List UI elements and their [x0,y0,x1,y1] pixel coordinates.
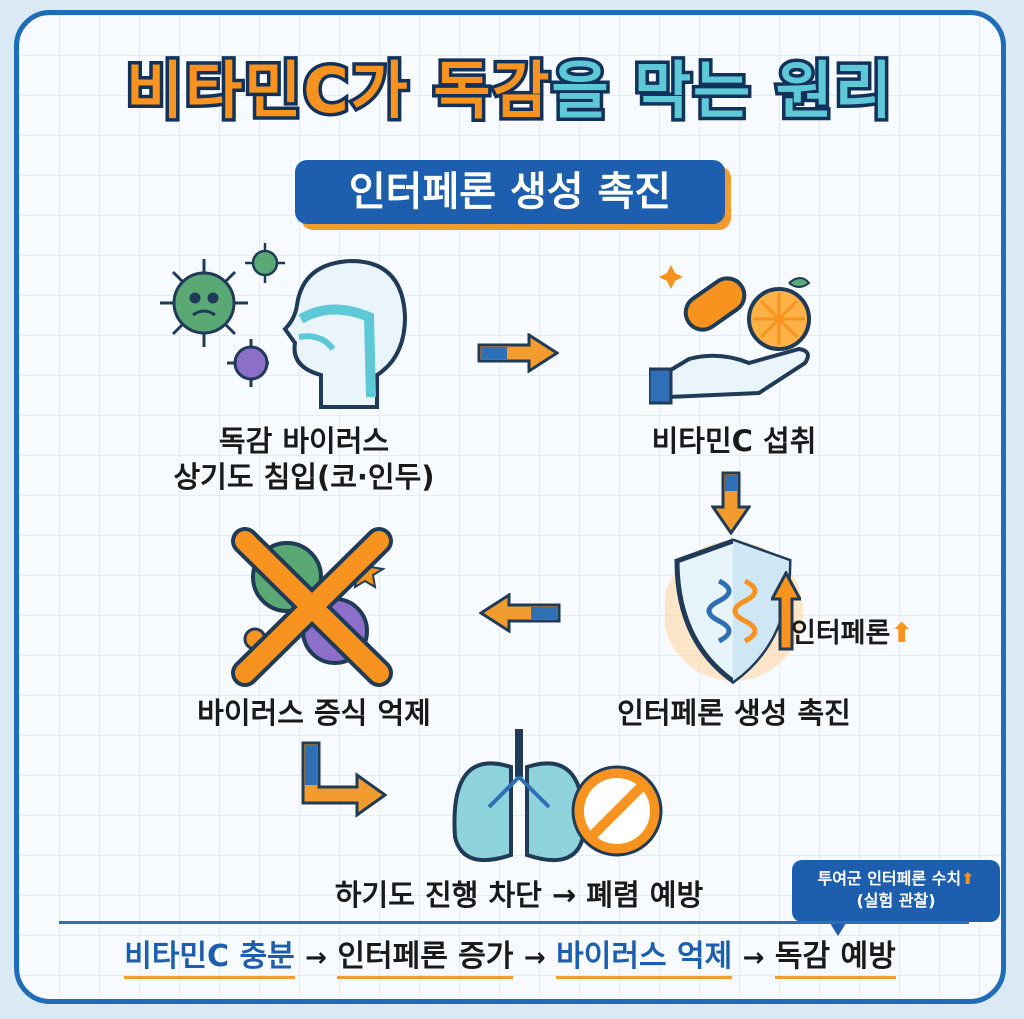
arrow-up-icon: ⬆ [961,869,975,888]
virus-icon [245,243,285,283]
callout-bubble: 투여군 인터페론 수치⬆ (실험 관찰) [792,860,1000,936]
head-profile-icon [282,258,408,409]
virus-cross-icon [231,527,393,687]
arrow-icon: → [305,943,327,973]
summary-item-interferon: 인터페론 증가 [337,939,514,979]
prohibited-icon [571,765,663,857]
summary-item-prevention: 독감 예방 [774,939,896,979]
step4-label: 바이러스 증식 억제 [197,696,431,730]
step3-label: 인터페론 생성 촉진 [617,696,851,730]
step1-label: 독감 바이러스 상기도 침입(코·인두) [173,424,435,494]
arrow-elbow-icon [301,741,388,818]
arrow-left-icon [479,593,561,633]
step2-label: 비타민C 섭취 [651,424,817,458]
arrow-icon: → [742,943,765,973]
infographic-card: 비타민C가 독감을 막는 원리 인터페론 생성 촉진 [14,10,1006,1004]
arrow-icon: → [523,943,546,973]
summary-item-virus: 바이러스 억제 [556,939,733,979]
interferon-up-label: 인터페론⬆ [791,618,913,649]
shield-dna-icon [665,538,803,685]
arrow-right-icon [477,333,559,373]
hand-pill-orange-icon [649,265,811,405]
summary-flow: 비타민C 충분 → 인터페론 증가 → 바이러스 억제 → 독감 예방 [19,935,1001,980]
summary-item-vitamin: 비타민C 충분 [124,939,295,979]
arrow-down-icon [711,471,751,535]
subtitle-banner: 인터페론 생성 촉진 [295,160,725,224]
result-label: 하기도 진행 차단 → 폐렴 예방 [334,878,704,912]
divider [59,921,969,924]
arrow-up-icon [771,571,801,651]
virus-icon [160,259,269,387]
page-title: 비타민C가 독감을 막는 원리 [123,51,896,131]
arrow-up-icon: ⬆ [890,618,913,649]
lungs-icon [452,729,586,863]
